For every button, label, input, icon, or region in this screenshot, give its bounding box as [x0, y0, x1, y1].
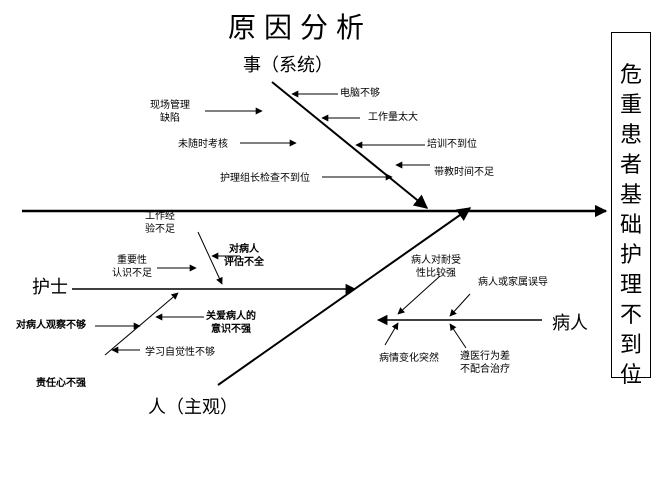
person-bone	[217, 207, 472, 386]
page-title: 原因分析	[228, 11, 373, 44]
cause-teaching-time: 带教时间不足	[434, 167, 494, 178]
cause-awareness: 重要性 认识不足	[112, 255, 152, 279]
nurse-secondary-bone	[104, 292, 179, 356]
cause-training: 培训不到位	[427, 139, 477, 150]
system-bone	[271, 81, 429, 209]
cause-patient-assessment: 对病人 评估不全	[224, 244, 264, 268]
cause-noncompliance: 遵医行为差 不配合治疗	[460, 351, 510, 375]
cause-observation: 对病人观察不够	[16, 320, 86, 331]
cause-family-misleading: 病人或家属误导	[478, 277, 548, 288]
category-person: 人（主观）	[148, 397, 238, 418]
category-system: 事（系统）	[243, 55, 333, 76]
cause-work-experience: 工作经 验不足	[145, 211, 175, 235]
cause-responsibility: 责任心不强	[36, 378, 86, 389]
category-patient: 病人	[552, 313, 588, 334]
effect-box: 危重患者基础护理不到位	[611, 32, 651, 388]
category-nurse: 护士	[32, 277, 68, 298]
cause-tolerance: 病人对耐受 性比较强	[411, 255, 461, 279]
cause-random-check: 未随时考核	[178, 139, 228, 150]
cause-computer: 电脑不够	[340, 88, 380, 99]
effect-label: 危重患者基础护理不到位	[619, 63, 642, 388]
cause-care-awareness: 关爱病人的 意识不强	[206, 311, 256, 335]
cause-study: 学习自觉性不够	[145, 347, 215, 358]
cause-condition-change: 病情变化突然	[379, 353, 439, 364]
cause-site-management: 现场管理 缺陷	[150, 100, 190, 124]
cause-workload: 工作量太大	[368, 112, 418, 123]
cause-head-nurse-check: 护理组长检查不到位	[220, 173, 310, 184]
